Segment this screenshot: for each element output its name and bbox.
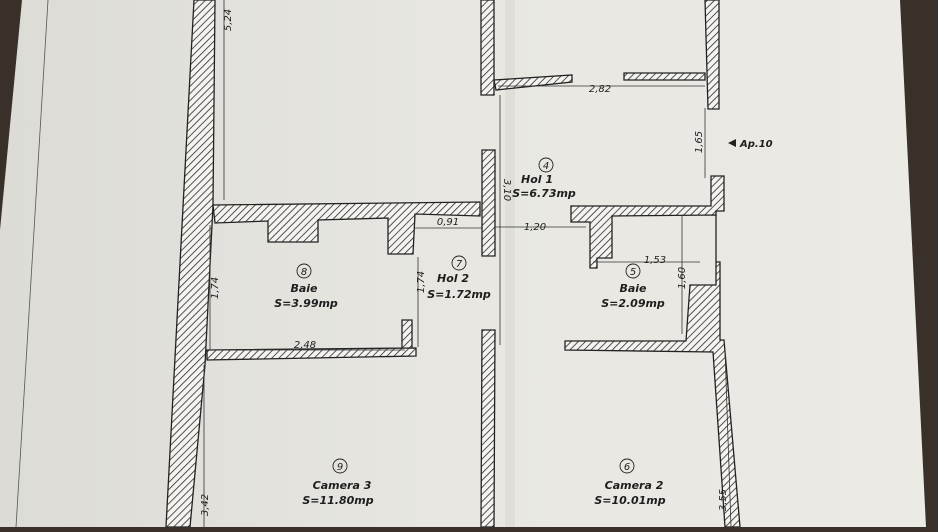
dim-091: 0,91 xyxy=(437,217,459,228)
room-area: S=10.01mp xyxy=(594,494,665,507)
room-name: Camera 2 xyxy=(605,479,664,492)
dim-line-355 xyxy=(724,349,732,528)
room-number-circle xyxy=(625,263,641,279)
room-8-label: 8 Baie S=3.99mp xyxy=(274,263,338,310)
table-edge xyxy=(900,0,938,527)
room-4-label: 4 Hol 1 S=6.73mp xyxy=(512,157,576,200)
room-name: Baie xyxy=(290,282,318,295)
wall-right-upper xyxy=(704,0,720,110)
room-number: 9 xyxy=(337,462,343,473)
wall-top-room-bath8 xyxy=(212,201,481,255)
room-area: S=2.09mp xyxy=(601,297,665,310)
room-area: S=3.99mp xyxy=(274,297,338,310)
dim-342: 3,42 xyxy=(200,494,211,516)
room-9-label: 9 Camera 3 S=11.80mp xyxy=(302,458,374,507)
room-5-label: 5 Baie S=2.09mp xyxy=(601,263,665,310)
room-number-circle xyxy=(538,157,554,173)
dim-282: 2,82 xyxy=(589,84,611,95)
wall-right-lower xyxy=(564,175,741,528)
room-number: 7 xyxy=(456,259,463,270)
apartment-label: Ap.10 xyxy=(739,139,773,150)
wall-bath8-bottom xyxy=(206,347,417,361)
room-area: S=1.72mp xyxy=(427,288,491,301)
wall-bath8-right xyxy=(401,319,413,353)
room-area: S=11.80mp xyxy=(302,494,373,507)
room-number-circle xyxy=(619,458,635,474)
apartment-pointer-icon xyxy=(728,139,736,147)
room-7-label: 7 Hol 2 S=1.72mp xyxy=(427,255,491,301)
room-name: Camera 3 xyxy=(313,479,372,492)
room-number: 6 xyxy=(624,462,630,473)
room-number-circle xyxy=(296,263,312,279)
room-number: 4 xyxy=(543,161,549,172)
room-name: Hol 1 xyxy=(521,173,553,186)
dim-174-mid: 1,74 xyxy=(416,271,427,293)
room-number: 5 xyxy=(630,267,636,278)
wall-top-door-right xyxy=(623,72,706,81)
wall-central-top xyxy=(480,0,495,96)
dimension-lines xyxy=(203,0,732,528)
room-name: Hol 2 xyxy=(437,272,469,285)
room-name: Baie xyxy=(619,282,647,295)
room-area: S=6.73mp xyxy=(512,187,576,200)
paper-border-line xyxy=(15,0,49,528)
walls xyxy=(165,0,741,528)
dim-310: 3,10 xyxy=(501,179,512,201)
wall-central-mid xyxy=(481,149,496,257)
wall-central-bottom xyxy=(480,329,496,528)
room-number-circle xyxy=(451,255,467,271)
dim-355: 3,55 xyxy=(718,489,729,511)
dim-248: 2,48 xyxy=(294,340,316,351)
paper-fold-shadow xyxy=(505,0,515,527)
dim-524: 5,24 xyxy=(223,9,234,31)
room-number: 8 xyxy=(301,267,307,278)
dim-160: 1,60 xyxy=(677,267,688,289)
dim-165: 1,65 xyxy=(694,131,705,153)
room-6-label: 6 Camera 2 S=10.01mp xyxy=(594,458,666,507)
dim-120: 1,20 xyxy=(524,222,546,233)
dim-174-left: 1,74 xyxy=(210,277,221,299)
room-number-circle xyxy=(332,458,348,474)
dim-153: 1,53 xyxy=(644,255,666,266)
